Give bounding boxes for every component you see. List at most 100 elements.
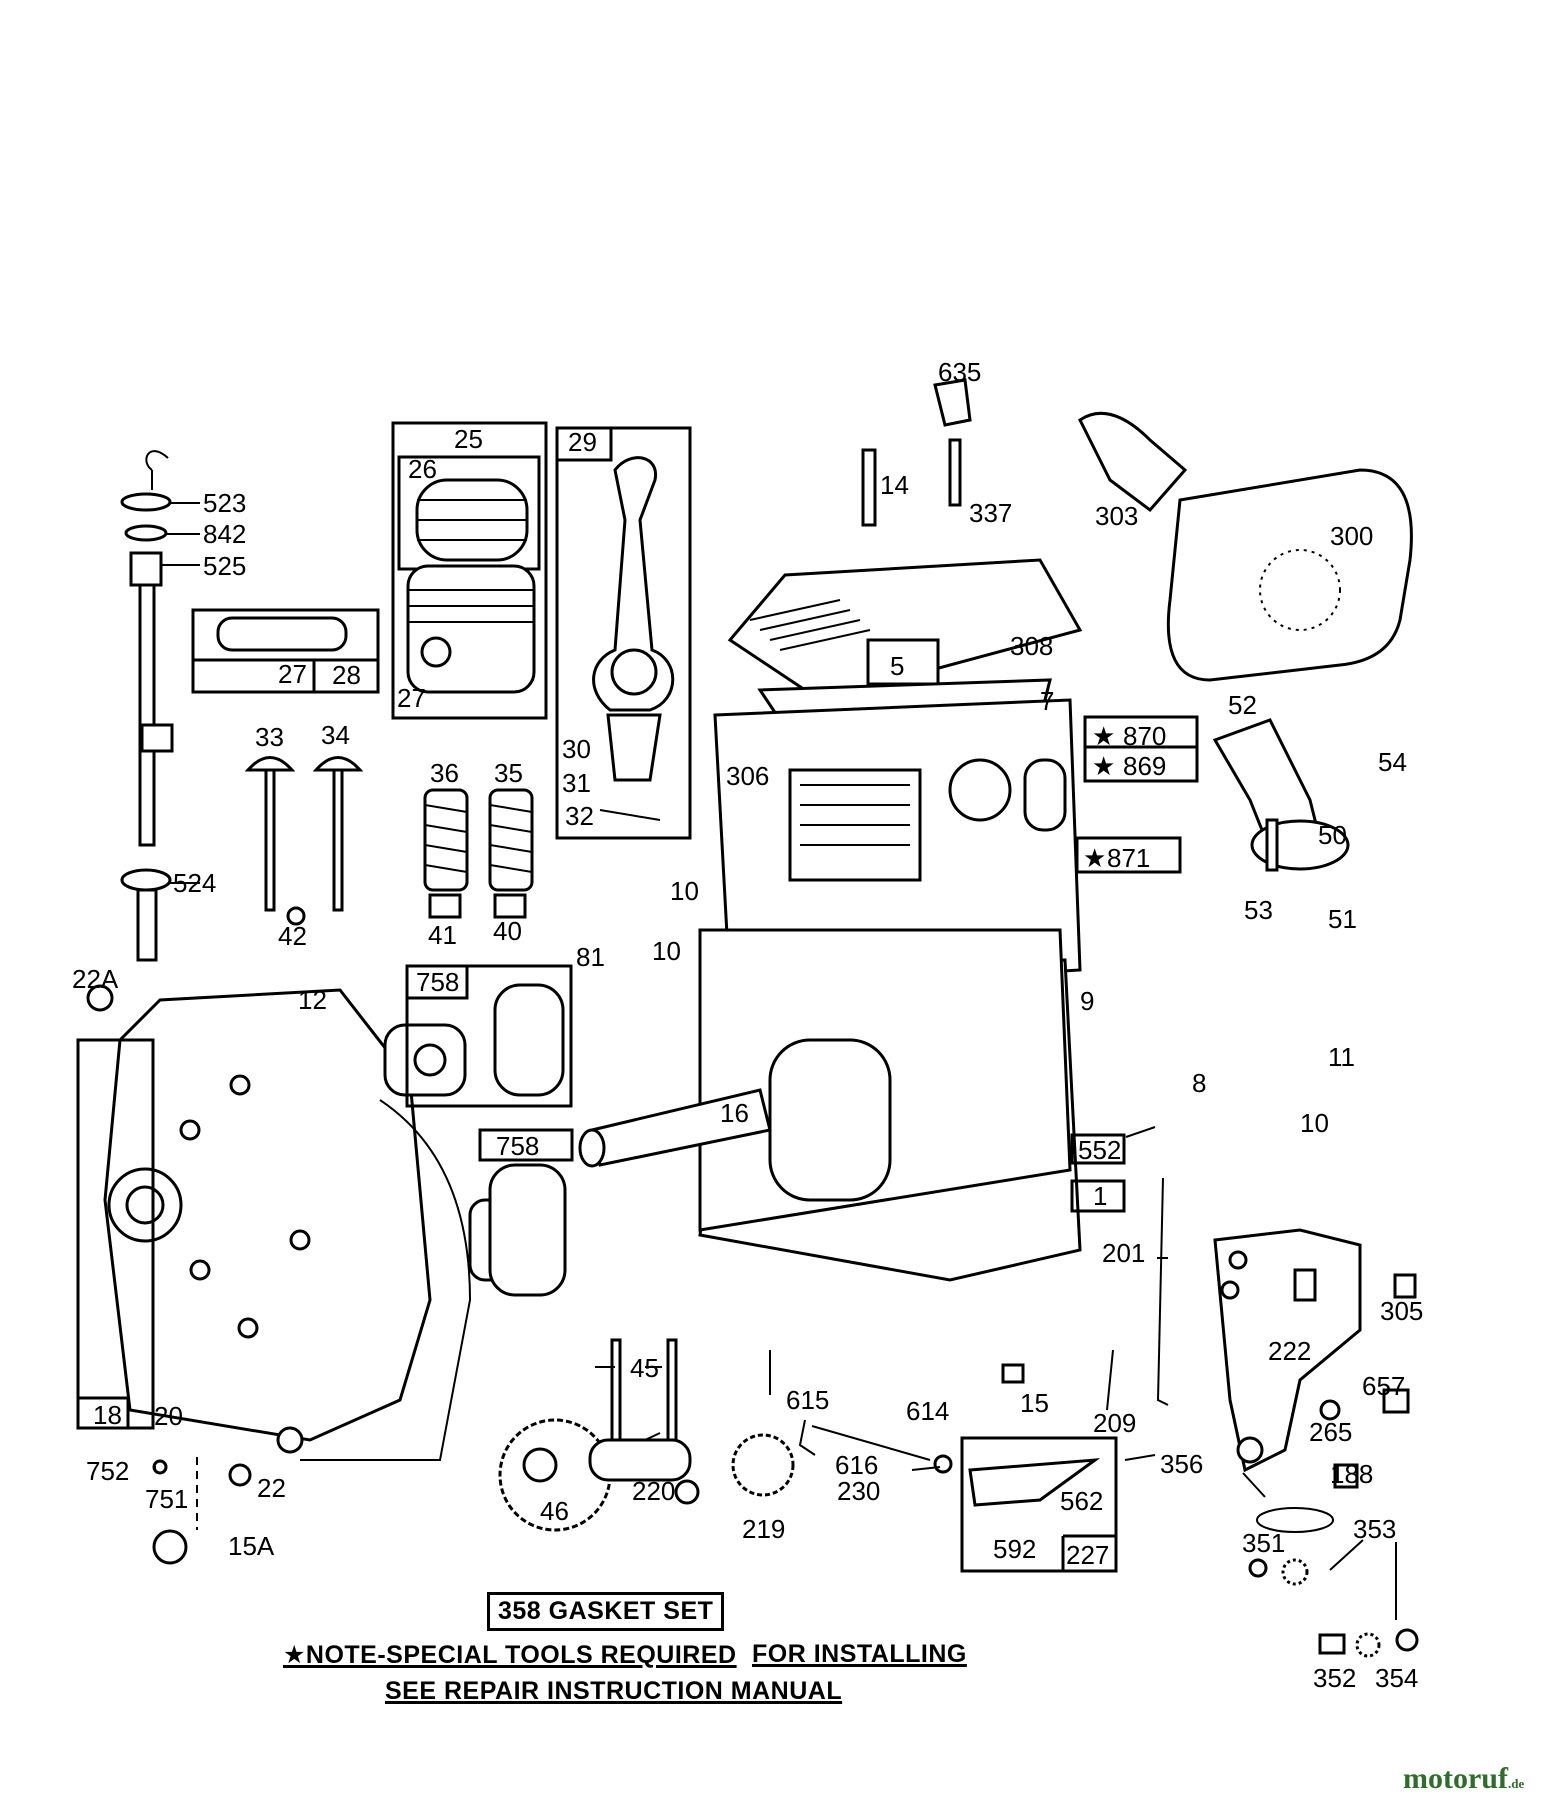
label-758-upper: 758 [416,967,459,997]
label-356: 356 [1160,1449,1203,1479]
label-227: 227 [1066,1540,1109,1570]
label-870: 870 [1123,721,1166,751]
label-562: 562 [1060,1486,1103,1516]
label-34: 34 [321,720,350,750]
label-351: 351 [1242,1528,1285,1558]
star-icon: ★ [1083,843,1106,873]
label-52: 52 [1228,690,1257,720]
label-871: 871 [1107,843,1150,873]
star-icon: ★ [1092,721,1115,751]
governor-lever-box [960,1436,1118,1573]
part-labels: 523 842 525 524 22A 25 26 27 28 27 29 30… [72,357,1423,1693]
label-36: 36 [430,758,459,788]
label-842: 842 [203,519,246,549]
label-28: 28 [332,660,361,690]
label-524: 524 [173,868,216,898]
label-46: 46 [540,1496,569,1526]
label-209: 209 [1093,1408,1136,1438]
label-10-breather: 10 [1300,1108,1329,1138]
label-222: 222 [1268,1336,1311,1366]
label-758-lower: 758 [496,1131,539,1161]
label-30: 30 [562,734,591,764]
leader-lines [154,502,1397,1620]
label-614: 614 [906,1396,949,1426]
label-188: 188 [1330,1459,1373,1489]
label-230: 230 [837,1476,880,1506]
label-5: 5 [890,651,904,681]
label-15A: 15A [228,1531,275,1561]
small-parts [86,984,1419,1658]
label-25: 25 [454,424,483,454]
logo-suffix: .de [1507,1776,1525,1791]
label-29: 29 [568,427,597,457]
label-40: 40 [493,916,522,946]
repair-manual-note: SEE REPAIR INSTRUCTION MANUAL [385,1677,843,1705]
valves [244,756,364,926]
box-871 [1075,836,1182,874]
label-26: 26 [408,454,437,484]
label-11: 11 [1328,1042,1355,1072]
label-220: 220 [632,1476,675,1506]
label-305: 305 [1380,1296,1423,1326]
label-592: 592 [993,1534,1036,1564]
label-303: 303 [1095,501,1138,531]
label-22A: 22A [72,964,119,994]
label-10-block: 10 [670,876,699,906]
box-1 [1070,1179,1126,1213]
special-tool-stars: ★ ★ ★ [1083,721,1115,873]
star-icon: ★ [1092,751,1115,781]
label-219: 219 [742,1514,785,1544]
cam-gear-lower [468,1163,567,1297]
label-53: 53 [1244,895,1273,925]
label-42: 42 [278,921,307,951]
label-869: 869 [1123,751,1166,781]
label-27-pin: 27 [278,659,307,689]
logo-main: motoruf [1403,1762,1508,1795]
label-27-piston: 27 [397,683,426,713]
label-54: 54 [1378,747,1407,777]
muffler [861,378,1413,682]
special-tools-note: ★NOTE-SPECIAL TOOLS REQUIRED [283,1641,737,1669]
label-9: 9 [1080,986,1094,1016]
label-308: 308 [1010,631,1053,661]
label-41: 41 [428,920,457,950]
label-337: 337 [969,498,1012,528]
label-552: 552 [1078,1135,1121,1165]
label-1: 1 [1093,1181,1107,1211]
box-758a [405,964,573,1108]
label-7: 7 [1040,686,1054,716]
label-15: 15 [1020,1388,1049,1418]
label-657: 657 [1362,1371,1405,1401]
label-32: 32 [565,801,594,831]
label-635: 635 [938,357,981,387]
label-33: 33 [255,722,284,752]
label-354: 354 [1375,1663,1418,1693]
label-616: 616 [835,1450,878,1480]
intake-elbow [1212,718,1350,872]
label-16: 16 [720,1098,749,1128]
label-352: 352 [1313,1663,1356,1693]
label-201: 201 [1102,1238,1145,1268]
cam-gear-upper [383,983,565,1097]
label-12: 12 [298,985,327,1015]
label-14: 14 [880,470,909,500]
box-552 [1070,1133,1126,1165]
label-18: 18 [93,1400,122,1430]
label-300: 300 [1330,521,1373,551]
box-869 [1083,745,1199,783]
connecting-rod-box [555,426,692,840]
label-20: 20 [154,1401,183,1431]
box-758b [478,1128,574,1162]
label-306: 306 [726,761,769,791]
piston-pin-box [191,608,380,694]
gasket-set-label: 358 GASKET SET [487,1592,725,1631]
label-615: 615 [786,1385,829,1415]
piston-box [391,421,548,720]
control-bracket [1213,1228,1362,1473]
label-525: 525 [203,551,246,581]
label-10-tube: 10 [652,936,681,966]
valve-springs [423,788,534,919]
label-751: 751 [145,1484,188,1514]
label-31: 31 [562,768,591,798]
